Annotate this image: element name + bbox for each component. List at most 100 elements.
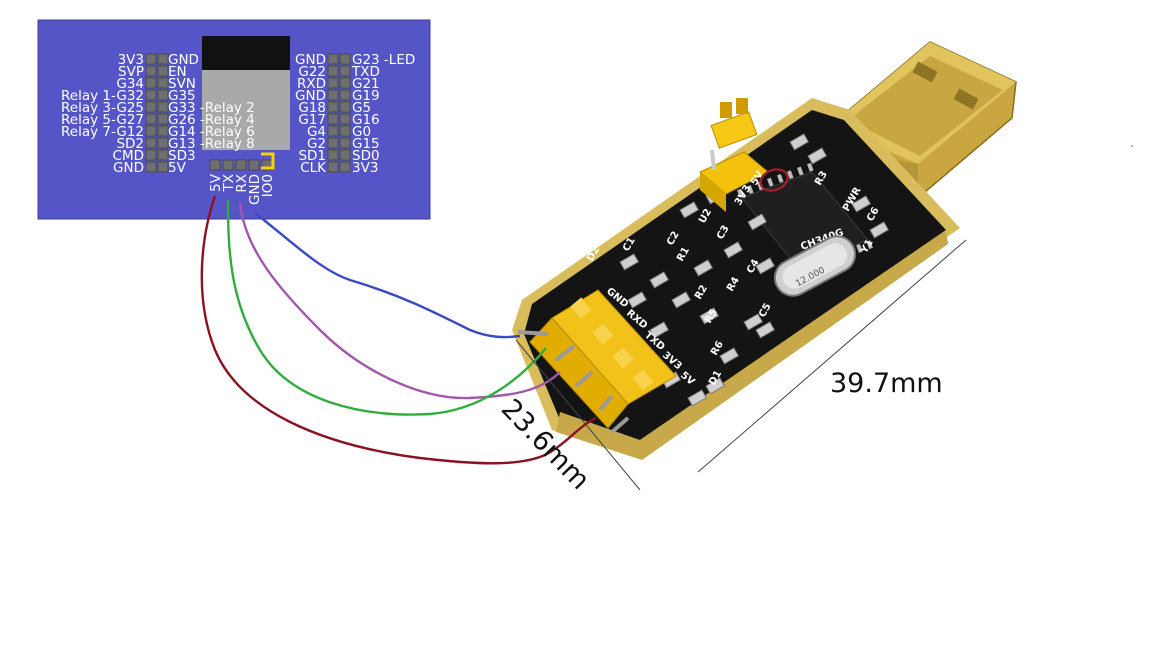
- bottom-pin-label: RX: [234, 174, 250, 193]
- smd-component: [693, 259, 714, 277]
- right-header-pin: [327, 137, 339, 149]
- bottom-pin-label: TX: [221, 174, 237, 193]
- left-header-pin: [145, 101, 157, 113]
- right-header-pin: [339, 53, 351, 65]
- smd-component: [679, 201, 700, 219]
- smd-component: [807, 147, 828, 165]
- esp32-module-antenna: [202, 36, 290, 70]
- left-header-pin: [157, 161, 169, 173]
- right-header-pin: [339, 65, 351, 77]
- pin-label: G2: [307, 136, 326, 152]
- pin-label: G14 -Relay 6: [168, 124, 255, 140]
- left-header-pin: [145, 77, 157, 89]
- pin-label: SD2: [116, 136, 144, 152]
- smd-component: [619, 253, 640, 271]
- pin-label: 3V3: [118, 52, 144, 68]
- right-header-pin: [327, 53, 339, 65]
- bottom-header-pin: [209, 159, 221, 171]
- pin-label: G15: [352, 136, 380, 152]
- smd-component: [723, 241, 744, 259]
- smd-component: [649, 321, 670, 339]
- pin-label: G13 -Relay 8: [168, 136, 255, 152]
- chip-pin: [797, 166, 804, 176]
- pin-label: EN: [168, 64, 187, 80]
- pin-label: G0: [352, 124, 371, 140]
- right-header-pin: [339, 137, 351, 149]
- chip-pin: [787, 170, 794, 180]
- pin-label: 3V3: [352, 160, 378, 176]
- pin-label: CMD: [113, 148, 144, 164]
- bottom-header-pin: [235, 159, 247, 171]
- bottom-header-pin: [248, 159, 260, 171]
- left-header-pin: [157, 113, 169, 125]
- pin-label: SD1: [298, 148, 326, 164]
- left-header-pin: [145, 65, 157, 77]
- chip-pin: [747, 185, 754, 195]
- jumper-wires: [200, 195, 597, 465]
- chip-pin: [807, 162, 814, 172]
- pin-label: G5: [352, 100, 371, 116]
- pin-label: Relay 1-G32: [61, 88, 144, 104]
- width-dimension-line: [515, 339, 641, 491]
- voltage-jumper: [699, 98, 769, 212]
- left-header-pin: [157, 53, 169, 65]
- pin-label: GND: [168, 52, 199, 68]
- pin-label: Relay 7-G12: [61, 124, 144, 140]
- chip-pin: [856, 243, 863, 253]
- pin-label: G19: [352, 88, 380, 104]
- wire-rx: [238, 202, 561, 400]
- wire-tx: [226, 199, 547, 416]
- length-dimension: 39.7mm: [830, 368, 943, 399]
- right-header-pin: [339, 77, 351, 89]
- left-header-pin: [145, 161, 157, 173]
- left-header-pin: [145, 89, 157, 101]
- left-header-pin: [157, 89, 169, 101]
- pin-label: SD3: [168, 148, 196, 164]
- smd-component: [869, 221, 890, 239]
- right-header-pin: [339, 149, 351, 161]
- smd-component: [699, 307, 720, 325]
- smd-component: [743, 313, 764, 331]
- boot-jumper: [261, 152, 275, 170]
- pin-label: 5V: [168, 160, 187, 176]
- right-header-pin: [339, 89, 351, 101]
- pin-label: G22: [298, 64, 326, 80]
- right-header-pin: [327, 149, 339, 161]
- pin-label: G17: [298, 112, 326, 128]
- left-header-pin: [157, 77, 169, 89]
- smd-component: [627, 291, 648, 309]
- chip-pin: [866, 240, 873, 250]
- right-header-pin: [327, 89, 339, 101]
- pin-label: G35: [168, 88, 196, 104]
- pin-label: Relay 3-G25: [61, 100, 144, 116]
- pin-label: GND: [295, 52, 326, 68]
- pin-label: SD0: [352, 148, 380, 164]
- right-header-pin: [339, 113, 351, 125]
- crystal-oscillator: 12.000: [773, 235, 857, 297]
- esp32-module-shield: [202, 70, 290, 150]
- smd-component: [755, 321, 776, 339]
- chip-pin: [737, 188, 744, 198]
- smd-component: [789, 133, 810, 151]
- bottom-header-pin: [222, 159, 234, 171]
- pin-label: G33 -Relay 2: [168, 100, 255, 116]
- pin-label: GND: [113, 160, 144, 176]
- stray-dot: [1131, 145, 1133, 147]
- pin-label: RXD: [297, 76, 326, 92]
- pin-label: GND: [295, 88, 326, 104]
- pin-label: G23 -LED: [352, 52, 415, 68]
- pin-label: TXD: [351, 64, 380, 80]
- pin-label: G26 -Relay 4: [168, 112, 255, 128]
- pin-label: SVP: [118, 64, 144, 80]
- bottom-pin-label: GND: [247, 174, 263, 205]
- smd-component: [649, 271, 670, 289]
- smd-component: [719, 347, 740, 365]
- pin-label: G4: [307, 124, 326, 140]
- right-header-pin: [327, 77, 339, 89]
- right-header-pin: [339, 161, 351, 173]
- left-header-pin: [145, 53, 157, 65]
- smd-component: [687, 389, 708, 407]
